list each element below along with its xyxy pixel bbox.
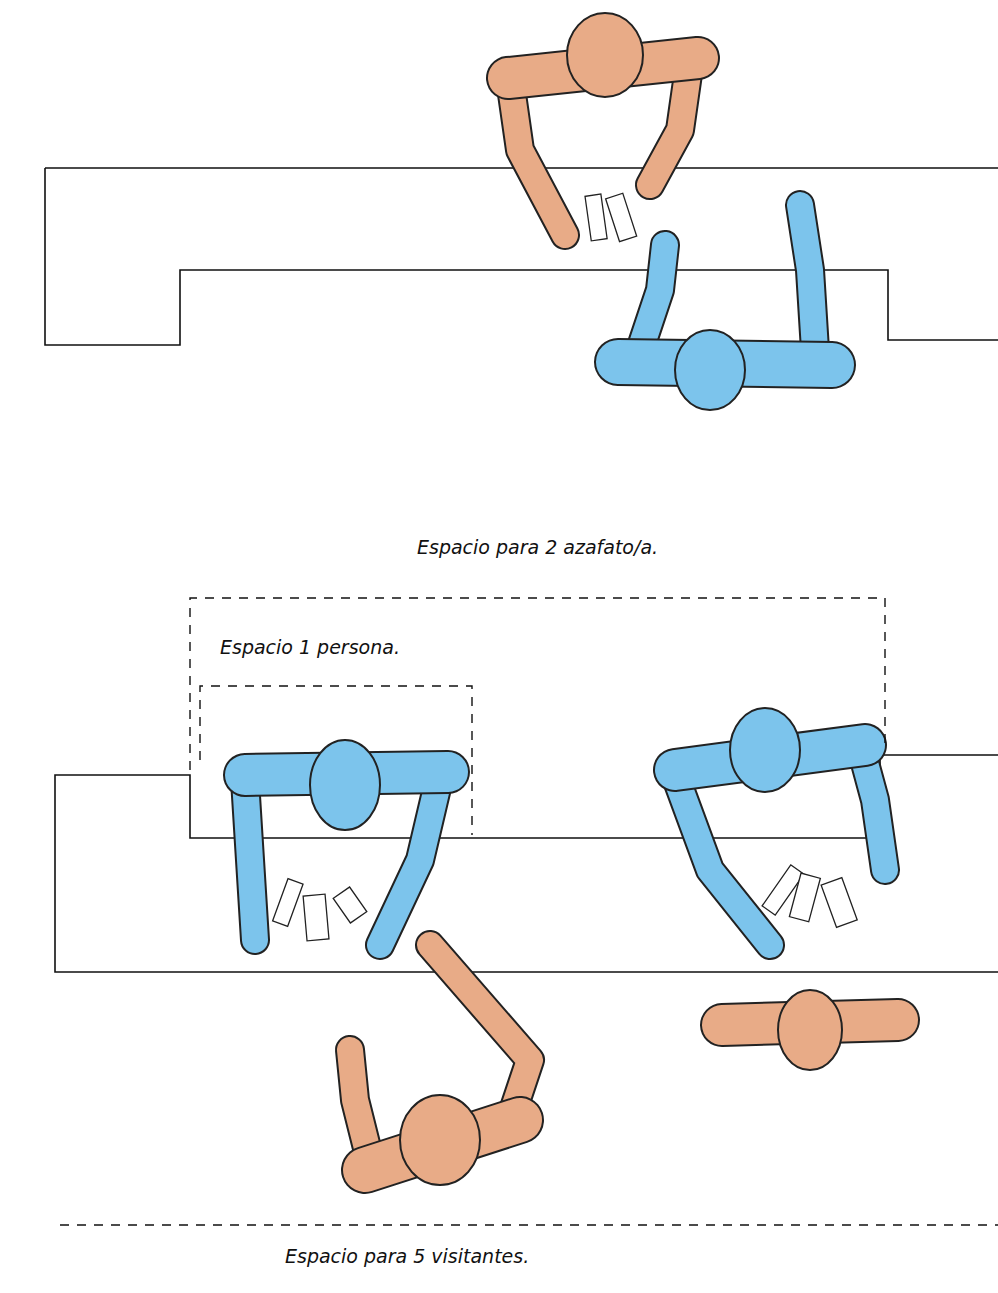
paper xyxy=(606,193,637,241)
arm xyxy=(640,245,665,350)
top-counter xyxy=(45,168,998,345)
zone-heading: Espacio para 2 azafato/a. xyxy=(417,536,658,558)
arm-outline xyxy=(862,752,885,870)
arm xyxy=(350,1050,370,1160)
arm xyxy=(862,752,885,870)
arm xyxy=(430,945,530,1120)
tan-figure-bottom-left xyxy=(350,945,530,1185)
head xyxy=(400,1095,480,1185)
zone-outline xyxy=(200,686,472,846)
arm xyxy=(675,775,770,945)
arm-outline xyxy=(800,205,815,350)
blue-figure-right xyxy=(675,708,885,945)
dashed-zone: Espacio para 2 azafato/a.Espacio 1 perso… xyxy=(190,598,885,843)
head xyxy=(675,330,745,410)
paper xyxy=(273,879,303,927)
paper xyxy=(585,194,607,241)
arm-outline xyxy=(380,775,440,945)
blue-figure-top xyxy=(618,205,832,410)
arm xyxy=(800,205,815,350)
paper xyxy=(789,873,820,922)
arm xyxy=(380,775,440,945)
arm xyxy=(245,780,255,940)
visitor-zone-line xyxy=(60,1224,998,1225)
dashed-border xyxy=(200,686,472,835)
arm-outline xyxy=(430,945,530,1120)
counter-outlines xyxy=(45,168,998,972)
head xyxy=(778,990,842,1070)
paper xyxy=(821,878,857,928)
zone-outline xyxy=(190,598,885,843)
tan-figure-top xyxy=(508,13,698,235)
dashed-zone: Espacio 1 persona. xyxy=(200,686,472,846)
arm xyxy=(510,80,565,235)
blue-figure-left xyxy=(245,740,448,945)
head xyxy=(730,708,800,792)
arm-outline xyxy=(640,245,665,350)
zone-label: Espacio para 5 visitantes. xyxy=(285,1245,529,1267)
zone-heading: Espacio 1 persona. xyxy=(220,636,400,658)
head xyxy=(567,13,643,97)
dashed-border xyxy=(190,598,885,770)
arm-outline xyxy=(245,780,255,940)
arm-outline xyxy=(350,1050,370,1160)
paper xyxy=(303,894,329,941)
arm-outline xyxy=(510,80,565,235)
head xyxy=(310,740,380,830)
tan-figure-bottom-right xyxy=(722,990,898,1070)
paper xyxy=(333,887,367,923)
papers xyxy=(273,193,858,941)
arm-outline xyxy=(675,775,770,945)
